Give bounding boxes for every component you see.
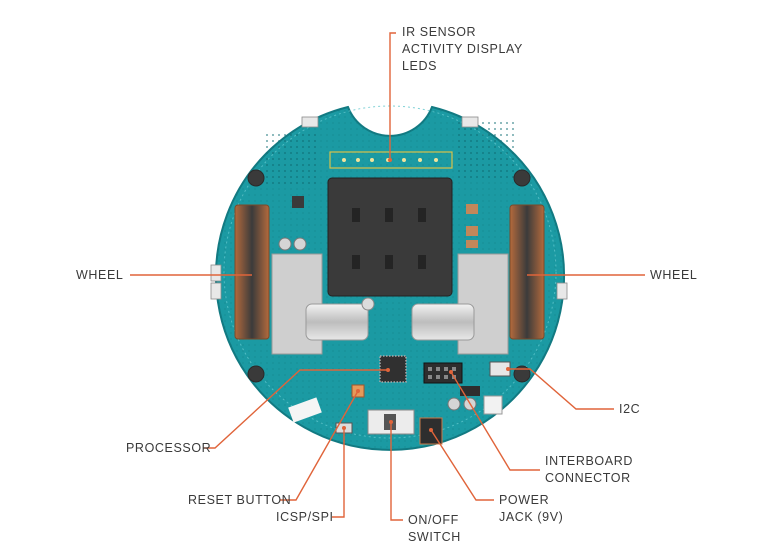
label-interboard-line1: INTERBOARD [545, 454, 633, 468]
callout-i2c [508, 368, 614, 410]
label-icsp-spi: ICSP/SPI [276, 510, 334, 524]
mounting-holes [247, 169, 531, 383]
callout-reset [280, 390, 359, 501]
small-connectors [210, 116, 568, 300]
wheel-left [234, 204, 270, 340]
resistors-right [466, 204, 478, 248]
via-field-left [265, 130, 320, 185]
callout-icsp [332, 428, 345, 518]
callout-power [430, 429, 494, 501]
central-module [327, 177, 453, 297]
white-button [483, 395, 503, 415]
label-reset-button: RESET BUTTON [188, 493, 292, 507]
label-wheel-left: WHEEL [76, 268, 124, 282]
white-sticker [288, 397, 322, 423]
label-switch-line2: SWITCH [408, 530, 461, 544]
callout-dots [342, 158, 510, 432]
ir-led-strip [329, 151, 453, 169]
wheel-right [509, 204, 545, 340]
label-interboard: INTERBOARD CONNECTOR [545, 453, 633, 487]
label-ir-line1: IR SENSOR [402, 25, 477, 39]
callout-processor [203, 369, 388, 449]
callout-ir [389, 32, 396, 160]
axle-left [305, 303, 369, 341]
label-switch-line1: ON/OFF [408, 513, 459, 527]
label-power-line2: JACK (9V) [499, 510, 564, 524]
label-ir-line3: LEDS [402, 59, 438, 73]
label-wheel-right: WHEEL [650, 268, 698, 282]
label-i2c: I2C [619, 402, 641, 416]
chip-small [292, 196, 304, 208]
via-field-right [455, 120, 515, 180]
axle-right [411, 303, 475, 341]
capacitors-left [278, 237, 307, 251]
label-power-jack: POWER JACK (9V) [499, 492, 563, 526]
label-processor: PROCESSOR [126, 441, 212, 455]
connector-bar [460, 386, 480, 396]
axle-hub [361, 297, 375, 311]
label-on-off-switch: ON/OFF SWITCH [408, 512, 461, 546]
label-ir-line2: ACTIVITY DISPLAY [402, 42, 523, 56]
processor-chip [379, 355, 407, 383]
callout-interboard [450, 371, 540, 471]
module-pads [352, 208, 426, 269]
callout-switch [390, 422, 403, 521]
callout-lines [130, 32, 645, 521]
label-ir-sensor: IR SENSOR ACTIVITY DISPLAY LEDS [402, 24, 523, 75]
label-power-line1: POWER [499, 493, 550, 507]
label-interboard-line2: CONNECTOR [545, 471, 631, 485]
